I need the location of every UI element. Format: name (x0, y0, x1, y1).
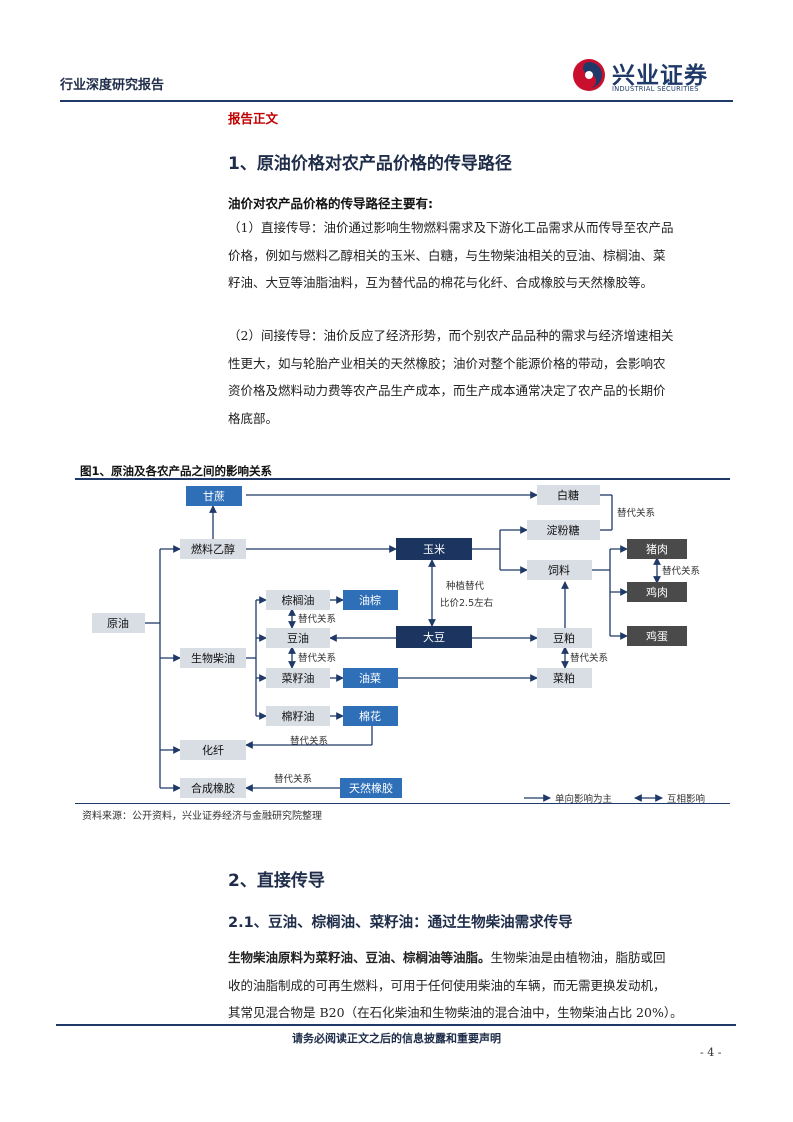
para3-line: 收的油脂制成的可再生燃料，可用于任何使用柴油的车辆，而无需更换发动机， (228, 977, 666, 993)
legend-one-way: 单向影响为主 (555, 793, 612, 805)
para3-line: 生物柴油是由植物油，脂肪或回 (490, 950, 666, 965)
dark-nodes (396, 538, 687, 648)
para1-line: （1）直接传导：油价通过影响生物燃料需求及下游化工品需求从而传导至农产品 (228, 220, 674, 235)
para1-line: 籽油、大豆等油脂油料，互为替代品的棉花与化纤、合成橡胶与天然橡胶等。 (228, 275, 654, 290)
legend-mutual: 互相影响 (667, 793, 705, 805)
node-synrubber: 合成橡胶 (191, 781, 235, 795)
para-bold-lead: 生物柴油原料为菜籽油、豆油、棕榈油等油脂。 (228, 950, 491, 965)
node-palmoil-box (266, 590, 330, 610)
node-cotton: 棉花 (359, 709, 381, 723)
footer-disclaimer: 请务必阅读正文之后的信息披露和重要声明 (292, 1032, 501, 1045)
label-substitute-rape: 替代关系 (298, 652, 336, 664)
node-crude: 原油 (107, 616, 129, 630)
label-substitute-rubber: 替代关系 (274, 773, 312, 785)
node-soymeal: 豆粕 (553, 631, 575, 645)
node-whitesugar-box (537, 485, 600, 505)
blue-nodes (186, 486, 402, 798)
node-sugarcane-box (186, 486, 242, 506)
node-feed-box (527, 560, 592, 580)
section2-heading: 2、直接传导 (228, 871, 325, 891)
report-type: 行业深度研究报告 (60, 78, 165, 93)
node-soybean-box (396, 626, 472, 648)
node-palmoil: 棕榈油 (282, 593, 315, 607)
node-oilpalm: 油棕 (359, 593, 381, 607)
node-synrubber-box (180, 778, 246, 798)
footer-divider (56, 1024, 736, 1026)
node-soybean: 大豆 (423, 630, 445, 644)
node-biodiesel-box (180, 648, 246, 668)
node-biodiesel: 生物柴油 (191, 651, 235, 665)
node-rape-box (343, 668, 398, 688)
section1-heading: 1、原油价格对农产品价格的传导路径 (228, 154, 512, 174)
label-planting: 种植替代 (446, 580, 485, 592)
label-substitute-sugar: 替代关系 (617, 507, 655, 519)
paragraph-indirect: （2）间接传导：油价反应了经济形势，而个别农产品品种的需求与经济增速相关 性更大… (228, 322, 728, 432)
para1-line: 价格，例如与燃料乙醇相关的玉米、白糖，与生物柴油相关的豆油、棕榈油、菜 (228, 247, 666, 263)
node-natrubber-box (340, 778, 402, 798)
node-soyoil: 豆油 (287, 631, 309, 645)
paragraph-biodiesel: 生物柴油原料为菜籽油、豆油、棕榈油等油脂。生物柴油是由植物油，脂肪或回 收的油脂… (228, 944, 728, 1027)
node-fiber: 化纤 (202, 743, 224, 757)
node-rapeoil: 菜籽油 (282, 671, 315, 685)
para2-line: 资价格及燃料动力费等农产品生产成本，而生产成本通常决定了农产品的长期价 (228, 383, 666, 398)
node-rapeoil-box (266, 668, 330, 688)
node-chicken-box (627, 582, 687, 602)
figure-title: 图1、原油及各农产品之间的影响关系 (80, 464, 272, 478)
node-cotton-box (343, 706, 398, 726)
paragraph-direct: （1）直接传导：油价通过影响生物燃料需求及下游化工品需求从而传导至农产品 价格，… (228, 214, 728, 297)
node-starchsugar-box (527, 520, 600, 540)
node-eggs: 鸡蛋 (646, 629, 668, 643)
page-number: - 4 - (700, 1046, 722, 1059)
label-substitute-fiber: 替代关系 (290, 735, 328, 747)
node-feed: 饲料 (548, 563, 570, 577)
company-logo: 兴业证券 INDUSTRIAL SECURITIES (572, 56, 737, 96)
section2-subheading: 2.1、豆油、棕榈油、菜籽油：通过生物柴油需求传导 (228, 915, 573, 931)
node-rapemeal: 菜粕 (553, 671, 575, 685)
node-crude-box (92, 613, 145, 633)
figure-source: 资料来源：公开资料，兴业证券经济与金融研究院整理 (82, 811, 322, 822)
light-nodes (92, 485, 600, 798)
node-rapemeal-box (537, 668, 592, 688)
para2-line: 格底部。 (228, 410, 279, 426)
node-eggs-box (627, 626, 687, 646)
label-ratio: 比价2.5左右 (440, 597, 493, 609)
figure-top-rule (75, 478, 730, 480)
node-soymeal-box (537, 628, 592, 648)
node-ethanol-box (180, 539, 246, 559)
node-starchsugar: 淀粉糖 (547, 523, 580, 537)
node-oilpalm-box (343, 590, 398, 610)
para2-line: 性更大，如与轮胎产业相关的天然橡胶；油价对整个能源价格的带动，会影响农 (228, 355, 666, 371)
node-cottonoil-box (266, 706, 330, 726)
figure-bottom-rule (75, 803, 730, 804)
node-pork-box (627, 539, 687, 559)
label-substitute-meat: 替代关系 (662, 565, 700, 577)
node-soyoil-box (266, 628, 330, 648)
node-chicken: 鸡肉 (646, 585, 668, 599)
logo-cn: 兴业证券 (612, 63, 708, 89)
node-ethanol: 燃料乙醇 (191, 542, 235, 556)
node-whitesugar: 白糖 (557, 488, 579, 502)
label-substitute-meal: 替代关系 (570, 652, 608, 664)
header-divider (60, 100, 733, 102)
node-cottonoil: 棉籽油 (282, 709, 315, 723)
node-rape: 油菜 (359, 671, 381, 685)
node-fiber-box (180, 740, 246, 760)
node-corn-box (396, 538, 472, 560)
logo-en: INDUSTRIAL SECURITIES (612, 85, 699, 93)
section-tag: 报告正文 (228, 111, 279, 126)
para3-line: 其常见混合物是 B20（在石化柴油和生物柴油的混合油中，生物柴油占比 20%）。 (228, 1005, 683, 1020)
label-substitute-palm: 替代关系 (298, 613, 336, 625)
node-natrubber: 天然橡胶 (349, 781, 393, 795)
node-sugarcane: 甘蔗 (203, 490, 225, 503)
para2-line: （2）间接传导：油价反应了经济形势，而个别农产品品种的需求与经济增速相关 (228, 328, 674, 343)
logo-mark-icon (573, 59, 605, 91)
node-pork: 猪肉 (646, 543, 668, 556)
section1-lead: 油价对农产品价格的传导路径主要有: (228, 196, 433, 211)
node-corn: 玉米 (423, 543, 445, 556)
